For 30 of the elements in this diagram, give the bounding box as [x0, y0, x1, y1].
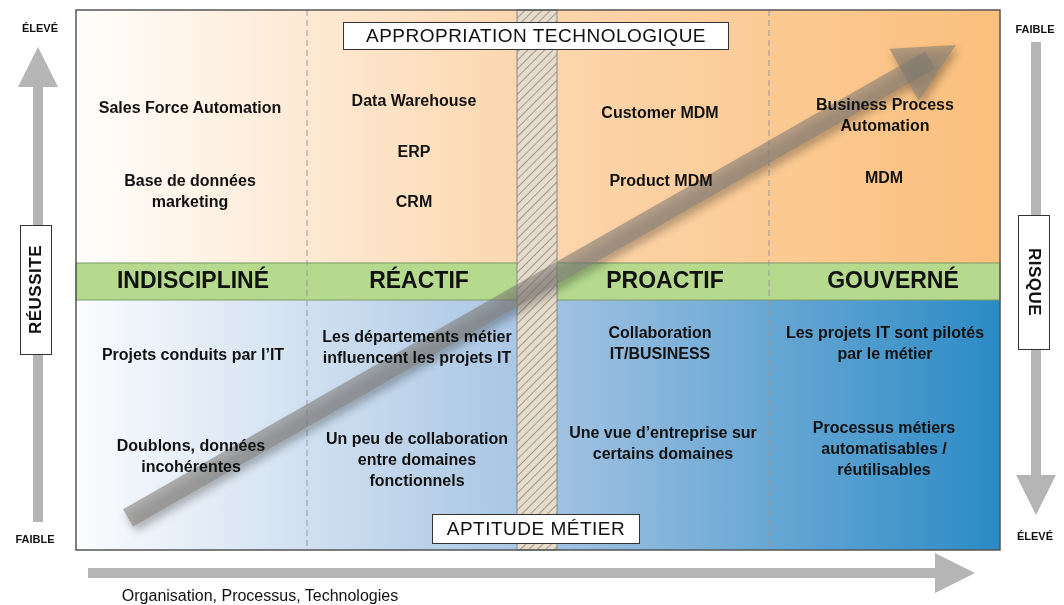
title-box: APPROPRIATION TECHNOLOGIQUE	[343, 22, 729, 50]
technology-label: ERP	[396, 141, 432, 162]
technology-label: CRM	[394, 191, 434, 212]
scale-label: FAIBLE	[14, 531, 56, 547]
axis-label-box: RISQUE	[1018, 215, 1050, 350]
technology-label: Product MDM	[608, 170, 714, 191]
technology-label: Base de données marketing	[123, 171, 257, 212]
technology-label: Customer MDM	[600, 102, 720, 123]
description-text: Un peu de collaboration entre domaines fonctionnels	[324, 428, 510, 491]
technology-label: Sales Force Automation	[97, 97, 283, 118]
description-text: Collaboration IT/BUSINESS	[607, 323, 713, 364]
technology-label: MDM	[863, 167, 905, 188]
stage-label: GOUVERNÉ	[827, 266, 959, 296]
technology-label: Business Process Automation	[815, 95, 955, 136]
axis-caption: Organisation, Processus, Technologies	[121, 585, 399, 605]
scale-label: ÉLEVÉ	[20, 20, 60, 36]
description-text: Les départements métier influencent les projets IT	[321, 327, 513, 368]
scale-label: ÉLEVÉ	[1015, 528, 1055, 544]
scale-label: FAIBLE	[1014, 21, 1056, 37]
description-text: Projets conduits par l’IT	[100, 344, 286, 365]
stage-label: RÉACTIF	[369, 266, 469, 296]
technology-label: Data Warehouse	[350, 90, 478, 111]
stage-label: PROACTIF	[606, 266, 724, 296]
description-text: Doublons, données incohérentes	[115, 436, 267, 477]
stage-label: INDISCIPLINÉ	[116, 266, 270, 296]
description-text: Les projets IT sont pilotés par le métier	[784, 323, 986, 364]
description-text: Une vue d’entreprise sur certains domaines	[568, 423, 758, 464]
description-text: Processus métiers automatisables / réutilisables	[811, 417, 957, 480]
axis-label-box: RÉUSSITE	[20, 225, 52, 355]
title-box: APTITUDE MÉTIER	[432, 514, 640, 544]
